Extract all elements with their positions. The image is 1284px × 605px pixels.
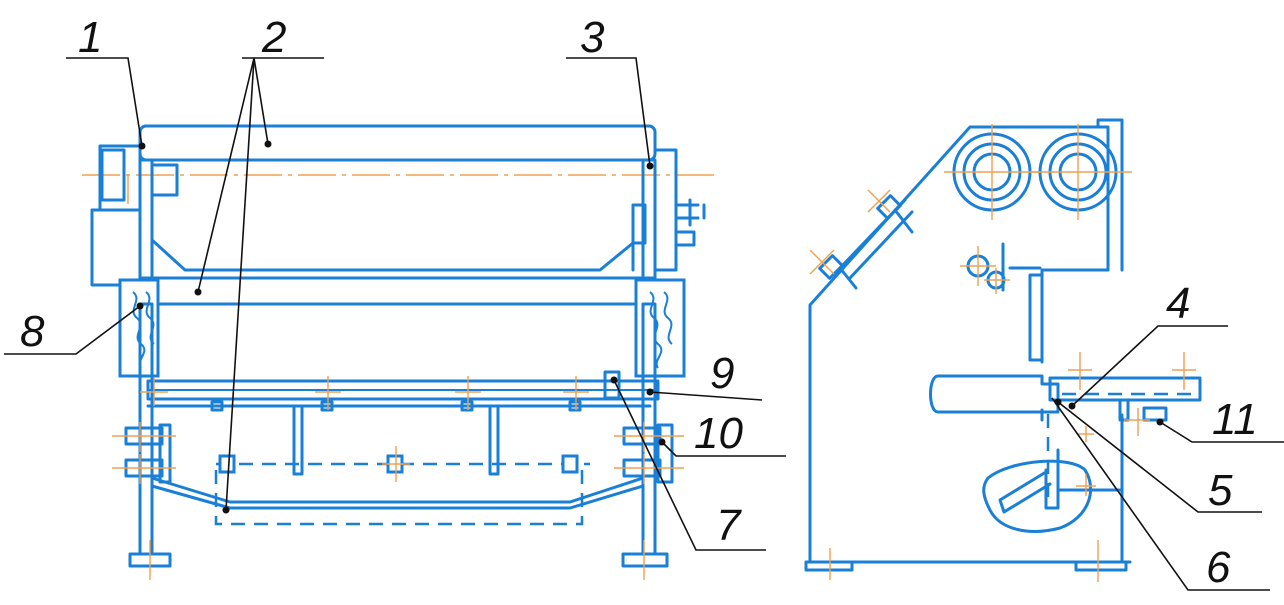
callout-numbers: 1 2 3 4 5 6 7 8 9 10 11 — [20, 13, 1258, 592]
callout-3: 3 — [580, 13, 605, 62]
front-view — [82, 124, 718, 580]
callout-4: 4 — [1166, 279, 1190, 328]
callout-7: 7 — [716, 501, 742, 550]
callout-9: 9 — [710, 349, 734, 398]
leader-lines — [4, 57, 1284, 591]
callout-2: 2 — [261, 13, 286, 62]
callout-6: 6 — [1206, 543, 1231, 592]
callout-5: 5 — [1208, 466, 1233, 515]
callout-11: 11 — [1212, 395, 1258, 444]
callout-10: 10 — [694, 409, 743, 458]
callout-8: 8 — [20, 307, 45, 356]
side-view — [804, 118, 1202, 582]
callout-1: 1 — [78, 13, 102, 62]
